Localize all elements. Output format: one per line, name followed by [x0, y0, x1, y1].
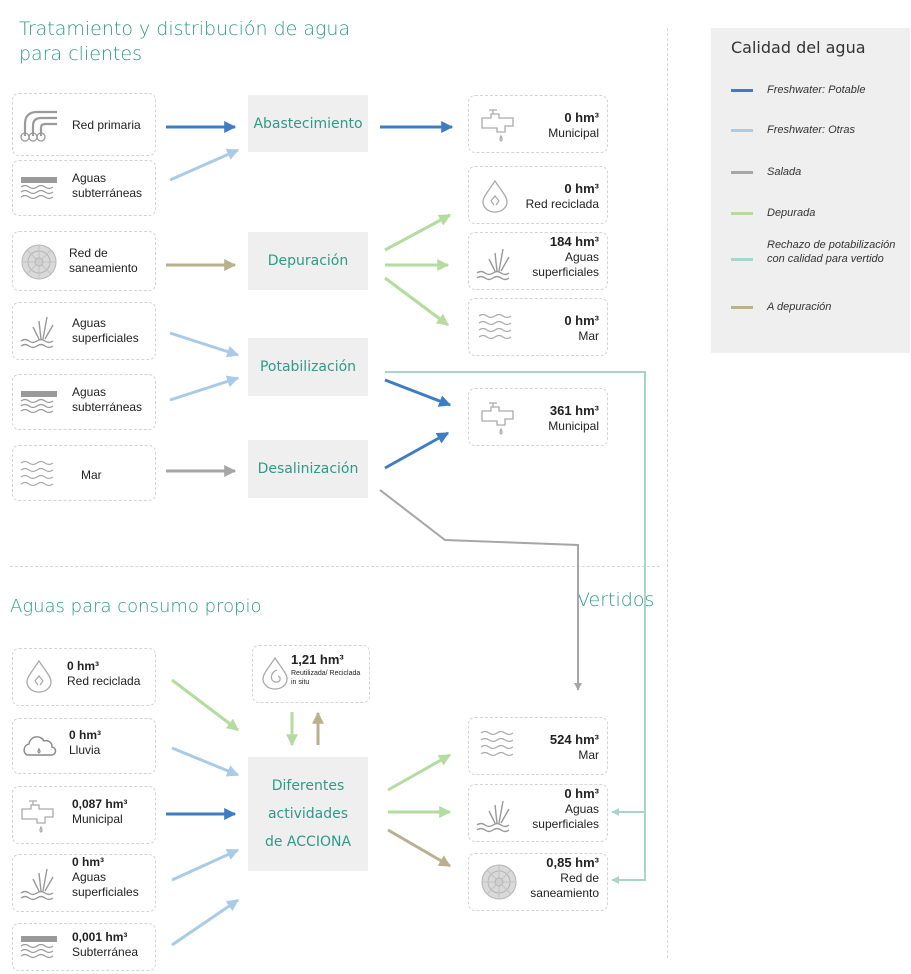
- flow-arrow: [171, 746, 240, 777]
- source-mar: Mar: [12, 445, 156, 501]
- source-aguas-subterraneas-2: Aguas subterráneas: [12, 374, 156, 430]
- process-acciona: Diferentes actividades de ACCIONA: [248, 757, 368, 871]
- source-red-saneamiento: Red de saneamiento: [12, 231, 156, 291]
- legend-title: Calidad del agua: [731, 38, 866, 57]
- flow-arrow: [171, 678, 239, 732]
- flow-arrow: [171, 848, 240, 882]
- legend-item-rechazo: Rechazo de potabilización con calidad pa…: [731, 238, 907, 266]
- vertidos-title: Vertidos: [577, 589, 655, 611]
- flow-arrow: [387, 828, 452, 868]
- legend-item-salada: Salada: [731, 165, 907, 179]
- flow-arrow: [384, 276, 449, 327]
- legend-item-otras: Freshwater: Otras: [731, 123, 907, 137]
- source-red-primaria: Red primaria: [12, 93, 156, 156]
- flow-arrow: [169, 331, 240, 358]
- legend-item-a-depuracion: A depuración: [731, 300, 907, 314]
- flow-arrow: [384, 213, 452, 252]
- recycled-in-situ: 1,21 hm³ Reutilizada/ Reciclada in situ: [252, 645, 370, 703]
- vertical-divider: [667, 28, 668, 958]
- source-aguas-superficiales: Aguas superficiales: [12, 302, 156, 360]
- flow-arrow: [169, 148, 240, 182]
- own-consumption-title: Aguas para consumo propio: [10, 596, 262, 617]
- flow-arrow: [384, 378, 452, 407]
- process-depuracion: Depuración: [248, 232, 368, 290]
- horizontal-divider: [10, 566, 660, 567]
- process-abastecimiento: Abastecimiento: [248, 95, 368, 152]
- flow-arrow: [379, 489, 582, 691]
- legend-item-potable: Freshwater: Potable: [731, 83, 907, 97]
- treatment-title: Tratamiento y distribución de agua para …: [19, 18, 351, 65]
- flow-arrow: [169, 375, 240, 402]
- flow-arrow: [387, 753, 452, 792]
- process-potabilizacion: Potabilización: [248, 338, 368, 396]
- flow-arrow: [171, 898, 239, 947]
- legend-item-depurada: Depurada: [731, 206, 907, 220]
- flow-arrow: [384, 431, 450, 470]
- source-aguas-subterraneas: Aguas subterráneas: [12, 160, 156, 216]
- legend: Calidad del agua Freshwater: Potable Fre…: [711, 28, 910, 353]
- process-desalinizacion: Desalinización: [248, 440, 368, 498]
- flow-arrow: [385, 371, 646, 884]
